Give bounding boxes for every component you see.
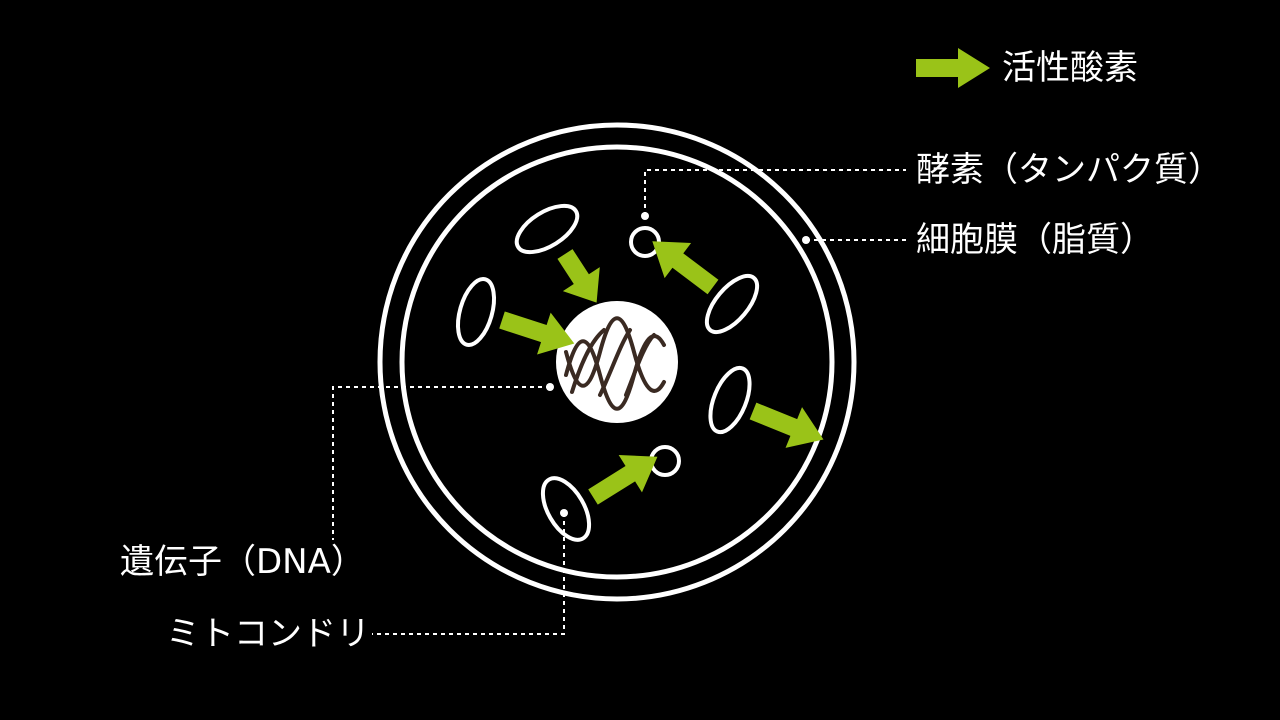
label-membrane: 細胞膜（脂質） <box>916 220 1154 260</box>
legend: 活性酸素 <box>916 48 1138 88</box>
leader-enzyme <box>644 169 906 216</box>
green-arrow-icon <box>916 48 990 88</box>
label-mitochondria: ミトコンドリ <box>166 614 370 654</box>
mitochondria-5 <box>540 476 592 542</box>
nucleus <box>556 301 678 423</box>
label-dna: 遺伝子（DNA） <box>120 542 365 582</box>
ros-arrow-1 <box>557 249 600 303</box>
leader-dot-dna <box>546 383 554 391</box>
leader-mitochondria <box>372 513 565 635</box>
leader-dot-mitochondria <box>560 509 568 517</box>
leader-dna <box>332 386 550 540</box>
leader-dot-enzyme <box>641 212 649 220</box>
cell-membrane-outer <box>377 122 857 602</box>
ros-arrow-4 <box>749 402 824 448</box>
ros-arrow-5 <box>588 455 658 505</box>
mitochondria-4 <box>708 365 752 435</box>
leader-dot-membrane <box>802 236 810 244</box>
mitochondria-1 <box>514 203 580 255</box>
cell-membrane-inner <box>399 144 835 580</box>
ros-arrow-3 <box>652 241 719 295</box>
ros-arrow-2 <box>499 311 575 355</box>
label-enzyme: 酵素（タンパク質） <box>916 150 1222 190</box>
mitochondria-3 <box>704 273 760 335</box>
mitochondria-2 <box>455 277 497 347</box>
legend-label: 活性酸素 <box>1002 48 1138 88</box>
dna-helix-icon <box>564 316 666 411</box>
